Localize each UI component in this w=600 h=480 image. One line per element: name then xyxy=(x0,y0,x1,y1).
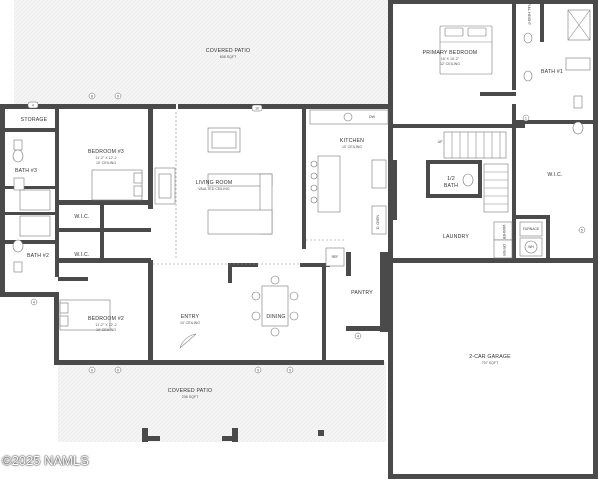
garage-area-label: 707 SQFT xyxy=(482,361,499,365)
interior-walls xyxy=(5,0,593,360)
entry-label: ENTRY xyxy=(181,314,200,320)
primary-bedroom-ceiling: 12' CEILING xyxy=(440,62,460,66)
bedroom2-label: BEDROOM #2 xyxy=(88,316,124,322)
covered-patio-rear-label: COVERED PATIO xyxy=(206,48,251,54)
window-tag: 1 xyxy=(525,116,527,120)
window-tag: 5 xyxy=(581,228,583,232)
window-tag: 4 xyxy=(33,300,35,304)
dining-label: DINING xyxy=(266,314,285,320)
full-height-label: FULL HEIGHT xyxy=(527,3,531,25)
room-labels: COVERED PATIO 608 SQFT PRIMARY BEDROOM 1… xyxy=(15,3,563,399)
covered-patio-front-area-label: 236 SQFT xyxy=(182,395,199,399)
entry-ceiling: 10' CEILING xyxy=(180,321,200,325)
covered-patio-front-label: COVERED PATIO xyxy=(168,388,213,394)
bath2-label: BATH #2 xyxy=(27,253,49,259)
window-tag: 4 xyxy=(32,104,34,108)
bedroom3-ceiling: 10' CEILING xyxy=(96,161,116,165)
bedroom3-dims: 11'-2" X 12'-2 xyxy=(95,156,116,160)
half-bath-label-2: BATH xyxy=(444,183,458,189)
half-bath-label: 1/2 xyxy=(447,176,455,182)
furnace-label: FURNACE xyxy=(523,227,540,231)
wic-c-label: W.I.C. xyxy=(547,172,562,178)
living-room-ceiling: VAULTED CEILING xyxy=(198,187,230,191)
window-tags: 4 10 8 9 9 9 9 9 4 4 5 1 xyxy=(27,92,586,374)
window-tag: 4 xyxy=(357,334,359,338)
window-tag: 9 xyxy=(257,368,259,372)
washer-label: WASHER xyxy=(502,225,506,240)
window-tag: 9 xyxy=(91,368,93,372)
wic-b-label: W.I.C. xyxy=(74,252,89,258)
watermark: ©2025 NAMLS xyxy=(2,453,89,468)
ref-label: REF xyxy=(332,255,339,259)
bath3-label: BATH #3 xyxy=(15,168,37,174)
bath1-label: BATH #1 xyxy=(541,69,563,75)
wh-label: WH xyxy=(528,245,534,249)
storage-label: STORAGE xyxy=(21,117,48,123)
primary-bedroom-label: PRIMARY BEDROOM xyxy=(423,50,478,56)
kitchen-label: KITCHEN xyxy=(340,138,364,144)
fixtures xyxy=(12,9,591,349)
dw-label: DW xyxy=(369,115,375,119)
window-tag: 9 xyxy=(289,368,291,372)
living-room-label: LIVING ROOM xyxy=(196,180,233,186)
wic-a-label: W.I.C. xyxy=(74,214,89,220)
covered-patio-front-area xyxy=(58,362,386,442)
laundry-label: LAUNDRY xyxy=(443,234,469,240)
primary-bedroom-dims: 16' X 15'-2" xyxy=(441,57,460,61)
covered-patio-rear-area-label: 608 SQFT xyxy=(220,55,237,59)
covered-patio-rear-area xyxy=(14,0,392,104)
window-tag: 9 xyxy=(117,94,119,98)
kitchen-ceiling: 10' CEILING xyxy=(342,145,362,149)
garage-label: 2-CAR GARAGE xyxy=(469,354,511,360)
window-tag: 8 xyxy=(91,94,93,98)
open-area-lines xyxy=(153,112,346,265)
window-tag: 10 xyxy=(255,107,259,111)
bedroom2-ceiling: 10' CEILING xyxy=(96,328,116,332)
window-tag: 9 xyxy=(117,368,119,372)
up-label: UP xyxy=(438,140,443,144)
bedroom3-label: BEDROOM #3 xyxy=(88,149,124,155)
bedroom2-dims: 11'-2" X 12'-2 xyxy=(95,323,116,327)
pantry-label: PANTRY xyxy=(351,290,373,296)
dryer-label: DRYER xyxy=(502,244,506,256)
oven-label: D. OVEN xyxy=(376,214,380,228)
